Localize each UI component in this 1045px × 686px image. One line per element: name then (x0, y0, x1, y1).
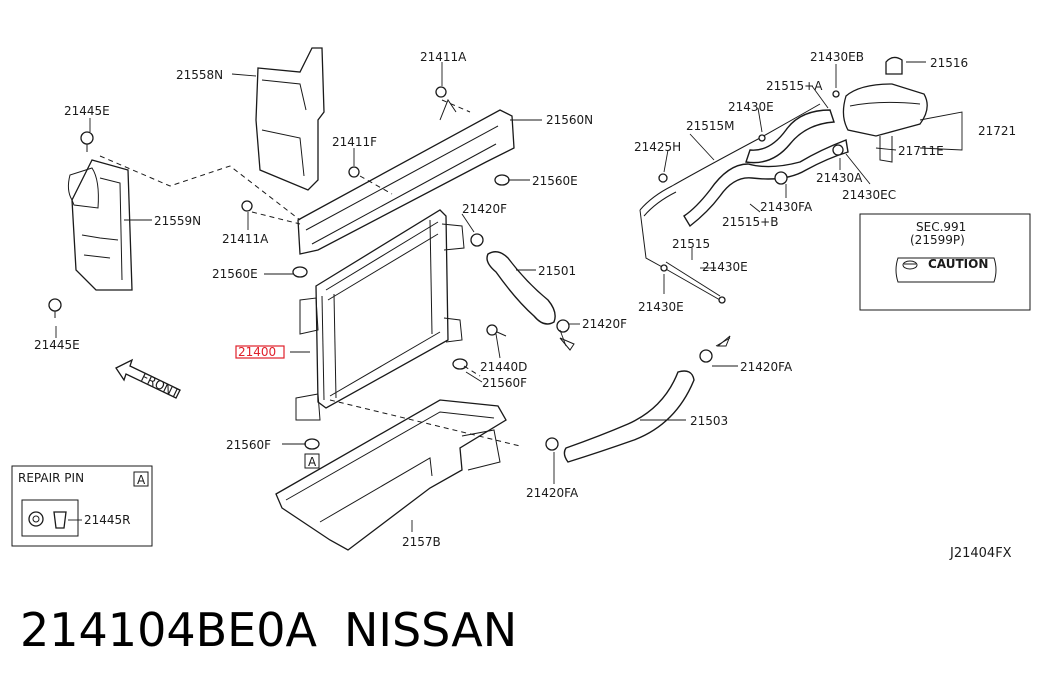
callout-21430EC: 21430EC (842, 188, 896, 202)
callout-21560N: 21560N (546, 113, 593, 127)
callout-21516: 21516 (930, 56, 968, 70)
callout-21501: 21501 (538, 264, 576, 278)
callout-21560F-mid: 21560F (482, 376, 527, 390)
callout-21430E-b: 21430E (702, 260, 748, 274)
callout-21515B: 21515+B (722, 215, 778, 229)
sec991-sub: (21599P) (910, 233, 965, 247)
callout-21411F: 21411F (332, 135, 377, 149)
air-guide-upper (255, 47, 325, 191)
caution-label: CAUTION (928, 257, 988, 271)
callout-21445E-top: 21445E (64, 104, 110, 118)
callout-21560F-bot: 21560F (226, 438, 271, 452)
sec991-box (859, 213, 1031, 311)
callout-21440D: 21440D (480, 360, 527, 374)
radiator-core (295, 209, 465, 421)
callout-21559N: 21559N (154, 214, 201, 228)
clip-21445E-bottom (48, 298, 62, 318)
repair-pin-part: 21445R (84, 513, 131, 527)
callout-21430E-c: 21430E (638, 300, 684, 314)
callout-21430A: 21430A (816, 171, 863, 185)
callout-21420F-top: 21420F (462, 202, 507, 216)
clip-21445E-top (80, 131, 94, 152)
brand-name: NISSAN (344, 603, 517, 657)
callout-21515: 21515 (672, 237, 710, 251)
callout-21420F-bot: 21420F (582, 317, 627, 331)
callout-21711E: 21711E (898, 144, 944, 158)
hose-clamps (658, 90, 844, 304)
sec-arrows (559, 335, 731, 351)
callout-21411A-top: 21411A (420, 50, 467, 64)
callout-21420FA-top: 21420FA (740, 360, 793, 374)
callout-21721: 21721 (978, 124, 1016, 138)
air-guide-left (67, 159, 133, 291)
callout-21515A: 21515+A (766, 79, 823, 93)
repair-pin-box (11, 465, 153, 547)
ref-marker: A (308, 455, 317, 469)
callout-21430E-a: 21430E (728, 100, 774, 114)
callout-2157B: 2157B (402, 535, 441, 549)
callout-21558N: 21558N (176, 68, 223, 82)
callout-21425H: 21425H (634, 140, 681, 154)
diagram-code: J21404FX (949, 546, 1012, 561)
repair-pin-ref: A (137, 473, 146, 487)
radiator-upper-support (297, 98, 515, 255)
leader-lines (55, 61, 963, 532)
callout-21430EB: 21430EB (810, 50, 864, 64)
highlight-21400 (235, 345, 285, 359)
bolts (241, 86, 713, 451)
repair-pin-title: REPAIR PIN (18, 471, 84, 485)
front-label: FRONT (139, 370, 183, 401)
callout-21503: 21503 (690, 414, 728, 428)
reservoir-tank (842, 56, 928, 163)
callout-21560E-mid: 21560E (212, 267, 258, 281)
callout-21560E-top: 21560E (532, 174, 578, 188)
callout-21445E-bot: 21445E (34, 338, 80, 352)
upper-hose (486, 251, 556, 325)
air-guide-lower (275, 399, 507, 551)
reservoir-hoses (639, 103, 849, 301)
callout-21400: 21400 (238, 345, 276, 359)
callout-21420FA-bot: 21420FA (526, 486, 579, 500)
front-arrow-icon (115, 358, 181, 399)
sec991-title: SEC.991 (916, 220, 966, 234)
callout-21411A-mid: 21411A (222, 232, 269, 246)
callout-21515M: 21515M (686, 119, 735, 133)
part-number-banner: 214104BE0A (20, 603, 317, 657)
lower-hose (563, 370, 695, 463)
callout-21430FA: 21430FA (760, 200, 813, 214)
